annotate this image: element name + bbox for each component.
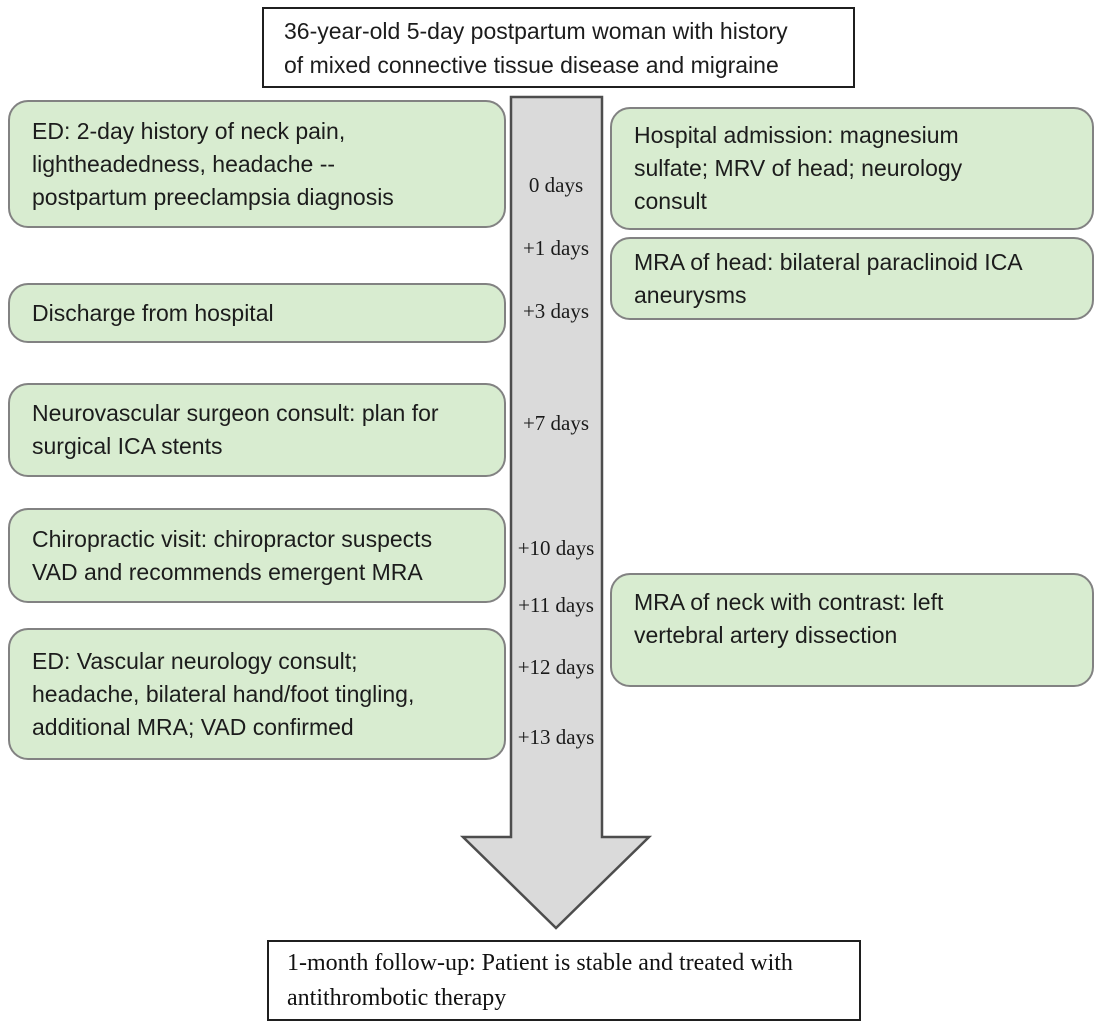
event-text: ED: 2-day history of neck pain, lighthea… bbox=[32, 117, 394, 210]
event-hospital-admission: Hospital admission: magnesium sulfate; M… bbox=[610, 107, 1094, 230]
event-hospital-discharge: Discharge from hospital bbox=[8, 283, 506, 343]
day-label-plus3: +3 days bbox=[522, 299, 590, 323]
event-ed-vascular-neurology: ED: Vascular neurology consult; headache… bbox=[8, 628, 506, 760]
followup-outcome-text: 1-month follow-up: Patient is stable and… bbox=[287, 949, 793, 1011]
day-label-plus13: +13 days bbox=[517, 725, 595, 749]
event-text: MRA of head: bilateral paraclinoid ICA a… bbox=[634, 248, 1023, 308]
followup-outcome-box: 1-month follow-up: Patient is stable and… bbox=[267, 940, 861, 1021]
event-text: ED: Vascular neurology consult; headache… bbox=[32, 647, 415, 740]
day-label-plus7: +7 days bbox=[522, 411, 590, 435]
day-label-plus10: +10 days bbox=[517, 536, 595, 560]
event-text: MRA of neck with contrast: left vertebra… bbox=[634, 589, 944, 648]
event-mra-neck: MRA of neck with contrast: left vertebra… bbox=[610, 573, 1094, 687]
day-label-plus12: +12 days bbox=[517, 655, 595, 679]
patient-history-box: 36-year-old 5-day postpartum woman with … bbox=[262, 7, 855, 88]
event-ed-presentation: ED: 2-day history of neck pain, lighthea… bbox=[8, 100, 506, 228]
event-chiropractic-visit: Chiropractic visit: chiropractor suspect… bbox=[8, 508, 506, 603]
event-text: Discharge from hospital bbox=[32, 299, 274, 326]
event-text: Hospital admission: magnesium sulfate; M… bbox=[634, 122, 963, 214]
event-mra-head: MRA of head: bilateral paraclinoid ICA a… bbox=[610, 237, 1094, 320]
patient-history-text: 36-year-old 5-day postpartum woman with … bbox=[284, 17, 788, 78]
day-label-plus1: +1 days bbox=[522, 236, 590, 260]
event-text: Neurovascular surgeon consult: plan for … bbox=[32, 400, 439, 459]
event-text: Chiropractic visit: chiropractor suspect… bbox=[32, 525, 433, 585]
event-neurovascular-consult: Neurovascular surgeon consult: plan for … bbox=[8, 383, 506, 477]
day-label-plus11: +11 days bbox=[518, 593, 594, 617]
day-label-0: 0 days bbox=[528, 173, 584, 197]
